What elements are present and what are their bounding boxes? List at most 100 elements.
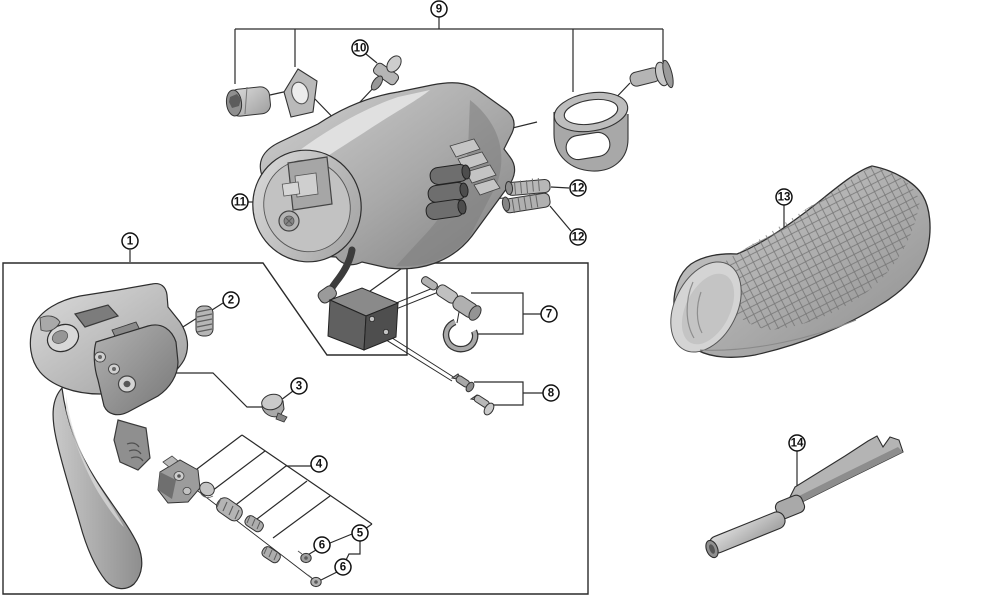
callout-circle: [222, 291, 240, 309]
hood-opening-face: [681, 273, 735, 345]
part-clamp-band: [553, 91, 629, 172]
part-barrel-nut: [225, 86, 271, 117]
callout-number: 9: [436, 4, 442, 16]
callout-number: 3: [296, 381, 302, 393]
callout-circle: [788, 434, 806, 452]
callout-circle: [290, 377, 308, 395]
leader-callout-12a: [550, 186, 570, 189]
part-lever-assembly: [29, 282, 189, 590]
leader-callout-2: [211, 302, 224, 311]
paddle-lower-tab: [113, 419, 151, 471]
callout-number: 13: [778, 192, 791, 204]
callout-circle: [310, 455, 328, 473]
part-clamp-bolt: [629, 59, 674, 89]
callout-6: 6: [313, 536, 331, 554]
block-side: [363, 302, 399, 351]
callout-14: 14: [788, 434, 806, 452]
part-cap-3: [261, 393, 288, 423]
tool-blade-shade: [795, 447, 903, 503]
bracket-5-to-6a: [329, 533, 353, 544]
leader-callout-12b: [549, 205, 572, 232]
callout-10: 10: [351, 39, 369, 57]
bracket-group-9: [234, 28, 664, 92]
hood-crosshatch: [716, 166, 920, 330]
callout-number: 8: [548, 388, 555, 400]
bracket-body-ports: [425, 163, 471, 221]
bracket-body-top-sheen: [300, 90, 430, 172]
callout-12: 12: [569, 228, 587, 246]
part-electric-plugs: [501, 178, 551, 214]
callout-6: 6: [334, 558, 352, 576]
pin-8b: [469, 394, 495, 416]
callout-9: 9: [430, 0, 448, 18]
callout-circle: [430, 0, 448, 18]
ribbed-plug-2: [261, 546, 281, 564]
bracket-body-fins: [449, 138, 501, 196]
callout-number: 5: [357, 528, 364, 540]
leader-callout-10: [365, 53, 378, 64]
plug-12a: [504, 178, 551, 196]
callout-number: 11: [234, 197, 247, 209]
callout-2: 2: [222, 291, 240, 309]
lever-hook: [39, 315, 61, 332]
bell-crank: [157, 455, 201, 504]
hood-bottom-crease: [699, 319, 857, 351]
ribbed-plug-1: [244, 515, 264, 533]
callout-circle: [351, 39, 369, 57]
callout-circle: [540, 305, 558, 323]
leader-callout-3: [280, 390, 294, 401]
plug-12b: [501, 192, 551, 214]
part-screw-6b: [307, 574, 322, 588]
leader-pin7-to-snapring: [456, 311, 460, 324]
callout-number: 7: [546, 309, 552, 321]
small-spring: [216, 497, 243, 522]
callout-circle: [569, 179, 587, 197]
callout-circle: [775, 188, 793, 206]
part-tool: [705, 435, 904, 559]
callout-circle: [121, 232, 139, 250]
callout-7: 7: [540, 305, 558, 323]
callout-circle: [231, 193, 249, 211]
part-bracket-cover: [670, 165, 931, 358]
callout-circle: [569, 228, 587, 246]
part-screw-6a: [297, 550, 312, 564]
lever-top-tab: [73, 304, 120, 328]
paddle-coil-spring: [126, 442, 144, 462]
callout-number: 4: [316, 459, 323, 471]
part-gasket-plate: [283, 68, 318, 118]
bracket-5-to-6b: [345, 541, 361, 561]
callout-13: 13: [775, 188, 793, 206]
bracket-body-end-cap: [252, 149, 362, 263]
part-bracket-body: [252, 82, 516, 270]
callout-number: 6: [340, 562, 346, 574]
callout-circle: [334, 558, 352, 576]
callout-circle: [542, 384, 560, 402]
callout-8: 8: [542, 384, 560, 402]
callout-4: 4: [310, 455, 328, 473]
callout-12: 12: [569, 179, 587, 197]
shift-paddle: [93, 324, 179, 416]
tool-handle: [708, 511, 786, 554]
comb-bracket-part4: [192, 434, 373, 539]
part-snap-ring: [442, 319, 479, 353]
callout-5: 5: [351, 524, 369, 542]
part-spring-2: [195, 305, 214, 337]
callout-number: 14: [791, 438, 804, 450]
part-wire-connector-block: [317, 246, 400, 351]
callout-3: 3: [290, 377, 308, 395]
part-ratchet-assembly: [157, 455, 281, 564]
callout-circle: [351, 524, 369, 542]
part-fixing-pins: [450, 373, 495, 416]
callout-11: 11: [231, 193, 249, 211]
callout-number: 1: [127, 236, 134, 248]
part-fixing-bolt-10: [370, 55, 402, 91]
callout-number: 12: [572, 232, 585, 244]
pin-8a: [450, 373, 475, 393]
callout-number: 2: [228, 295, 234, 307]
hood-opening-crease: [686, 281, 703, 339]
part-axle-pin: [420, 276, 482, 321]
small-cap: [199, 481, 215, 499]
